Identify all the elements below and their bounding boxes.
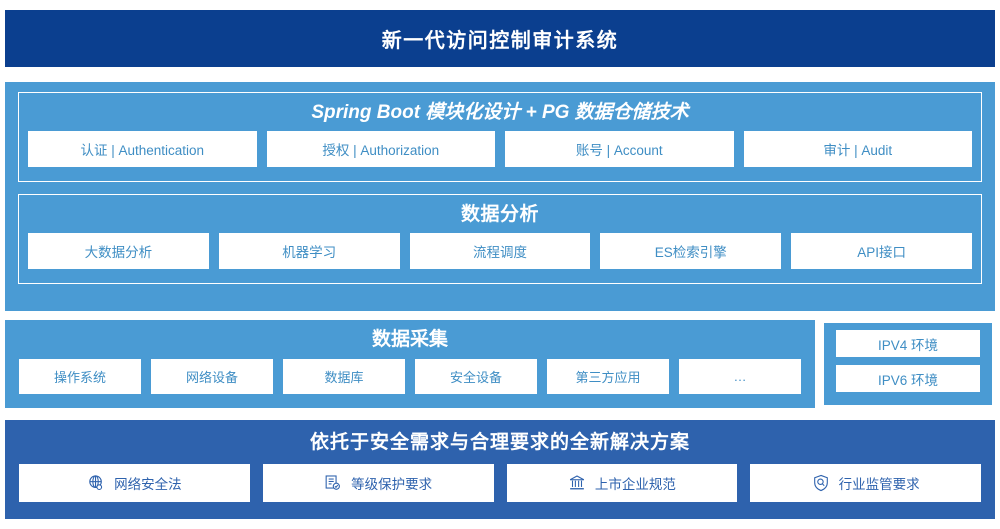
solution-title: 依托于安全需求与合理要求的全新解决方案	[309, 432, 690, 453]
solution-item-label: 网络安全法	[114, 477, 182, 492]
collection-source-more[interactable]: …	[679, 359, 801, 394]
document-check-icon	[324, 474, 342, 492]
framework-module-account[interactable]: 账号 | Account	[505, 131, 734, 167]
analysis-module-row: 大数据分析 机器学习 流程调度 ES检索引擎 API接口	[19, 233, 981, 269]
page-header: 新一代访问控制审计系统	[5, 10, 995, 67]
collection-source-third-party-app[interactable]: 第三方应用	[547, 359, 669, 394]
collection-title: 数据采集	[371, 329, 448, 350]
globe-icon	[87, 474, 105, 492]
solution-item-label: 等级保护要求	[351, 477, 433, 492]
collection-source-database[interactable]: 数据库	[283, 359, 405, 394]
page-title: 新一代访问控制审计系统	[381, 30, 619, 52]
solution-item-label: 行业监管要求	[838, 477, 920, 492]
framework-module-authorization[interactable]: 授权 | Authorization	[266, 131, 495, 167]
framework-module-authentication[interactable]: 认证 | Authentication	[28, 131, 257, 167]
shield-search-icon	[812, 474, 830, 492]
analysis-module-process-scheduling[interactable]: 流程调度	[409, 233, 591, 269]
solution-item-cybersecurity-law[interactable]: 网络安全法	[19, 464, 250, 502]
analysis-title: 数据分析	[460, 204, 539, 225]
framework-title: Spring Boot 模块化设计 + PG 数据仓储技术	[311, 102, 689, 123]
environment-ipv6[interactable]: IPV6 环境	[836, 365, 980, 392]
analysis-module-bigdata[interactable]: 大数据分析	[28, 233, 209, 269]
framework-module-audit[interactable]: 审计 | Audit	[743, 131, 972, 167]
collection-source-os[interactable]: 操作系统	[19, 359, 141, 394]
solution-item-label: 上市企业规范	[594, 477, 676, 492]
framework-module-row: 认证 | Authentication 授权 | Authorization 账…	[19, 131, 981, 167]
framework-group: Spring Boot 模块化设计 + PG 数据仓储技术 认证 | Authe…	[18, 92, 982, 182]
collection-source-network-device[interactable]: 网络设备	[151, 359, 273, 394]
solution-band: 依托于安全需求与合理要求的全新解决方案 网络安全法	[5, 420, 995, 519]
platform-band: Spring Boot 模块化设计 + PG 数据仓储技术 认证 | Authe…	[5, 82, 995, 311]
collection-source-row: 操作系统 网络设备 数据库 安全设备 第三方应用 …	[5, 359, 815, 394]
collection-band: 数据采集 操作系统 网络设备 数据库 安全设备 第三方应用 …	[5, 320, 815, 408]
bank-icon	[568, 474, 586, 492]
analysis-module-machine-learning[interactable]: 机器学习	[218, 233, 400, 269]
solution-item-row: 网络安全法 等级保护要求	[5, 464, 995, 502]
solution-item-classified-protection[interactable]: 等级保护要求	[262, 464, 494, 502]
analysis-module-es-search[interactable]: ES检索引擎	[600, 233, 782, 269]
analysis-module-api[interactable]: API接口	[791, 233, 972, 269]
environment-panel: IPV4 环境 IPV6 环境	[821, 320, 995, 408]
analysis-group: 数据分析 大数据分析 机器学习 流程调度 ES检索引擎 API接口	[18, 194, 982, 284]
collection-source-security-device[interactable]: 安全设备	[415, 359, 537, 394]
solution-item-industry-regulation[interactable]: 行业监管要求	[750, 464, 981, 502]
solution-item-listed-company-standard[interactable]: 上市企业规范	[506, 464, 738, 502]
environment-ipv4[interactable]: IPV4 环境	[836, 330, 980, 357]
